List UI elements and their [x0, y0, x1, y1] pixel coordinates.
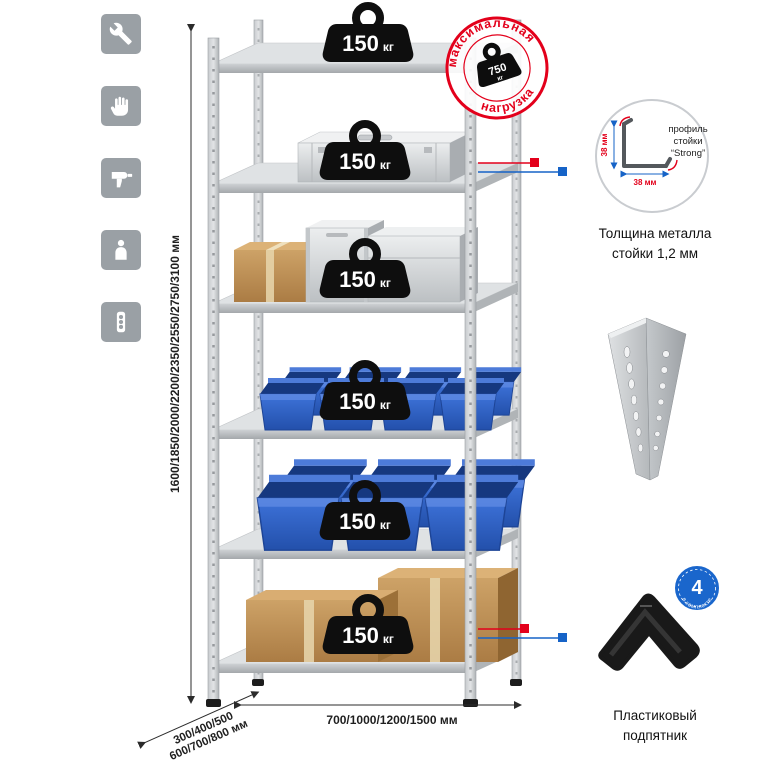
wrench-icon — [101, 14, 141, 54]
gloves-icon — [101, 86, 141, 126]
feature-icons — [101, 14, 141, 342]
plastic-foot-caption: Пластиковый подпятник — [613, 708, 697, 743]
height-dimensions-label: 1600/1850/2000/2200/2350/2550/2750/3100 … — [168, 235, 182, 493]
stamp-weight-icon: 750 кг — [476, 42, 522, 88]
width-dimensions-label: 700/1000/1200/1500 мм — [326, 713, 457, 727]
svg-text:стойки: стойки — [673, 136, 702, 147]
svg-text:4: 4 — [691, 577, 703, 599]
kit-count-badge: 4 в комплекте — [673, 564, 721, 612]
profile-dim-side: 38 мм — [600, 133, 609, 156]
svg-text:“Strong”: “Strong” — [671, 148, 705, 159]
height-dimension: 1600/1850/2000/2200/2350/2550/2750/3100 … — [168, 24, 195, 704]
post-angle-image — [607, 317, 687, 481]
max-load-stamp: максимальная нагрузка 750 кг — [434, 3, 549, 122]
profile-drawing — [622, 122, 668, 168]
svg-text:кг: кг — [496, 74, 504, 83]
callout-blue-marker — [558, 167, 567, 176]
profile-dim-bottom: 38 мм — [634, 178, 657, 187]
post-profile-detail: 38 мм 38 мм профиль стойки “Strong” — [595, 99, 709, 213]
callout-red-marker — [530, 158, 539, 167]
width-dimension: 700/1000/1200/1500 мм — [234, 701, 522, 727]
callout-top — [478, 158, 567, 176]
power-strip-icon — [101, 302, 141, 342]
profile-thickness-caption: Толщина металла стойки 1,2 мм — [598, 226, 712, 261]
svg-text:750: 750 — [487, 61, 508, 78]
back-posts — [252, 19, 522, 686]
drill-icon — [101, 158, 141, 198]
svg-text:профиль: профиль — [668, 124, 707, 135]
depth-dimension: 300/400/500 600/700/800 мм — [137, 691, 260, 763]
plastic-foot-image — [598, 593, 700, 671]
callout-bottom — [478, 624, 567, 642]
person-icon — [101, 230, 141, 270]
callout-red-marker — [520, 624, 529, 633]
callout-blue-marker — [558, 633, 567, 642]
